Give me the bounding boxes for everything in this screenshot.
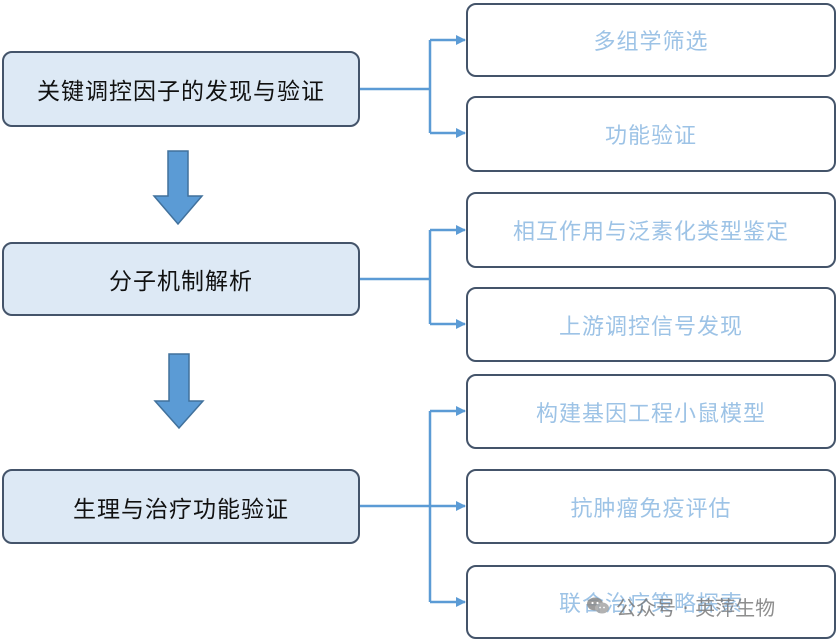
stage-1-item-1-label: 多组学筛选	[593, 30, 709, 55]
stage-2-item-1-label: 相互作用与泛素化类型鉴定	[512, 220, 789, 245]
stage-2-connectors	[360, 225, 466, 329]
stage-2-box: 分子机制解析	[2, 242, 360, 316]
stage-2-item-2-label: 上游调控信号发现	[558, 314, 743, 340]
down-arrow-1	[152, 150, 204, 226]
stage-2-title: 分子机制解析	[109, 269, 253, 295]
stage-1-connectors	[360, 35, 466, 138]
stage-3-item-2-label: 抗肿瘤免疫评估	[570, 496, 732, 522]
stage-3-item-1-label: 构建基因工程小鼠模型	[535, 401, 766, 427]
stage-2-item-2-box: 上游调控信号发现	[466, 287, 836, 362]
stage-1-item-1-box: 多组学筛选	[466, 3, 836, 77]
down-arrow-2	[153, 353, 205, 430]
stage-1-title: 关键调控因子的发现与验证	[37, 79, 325, 105]
stage-3-item-2-box: 抗肿瘤免疫评估	[466, 469, 836, 544]
wechat-icon	[587, 597, 609, 614]
stage-1-item-2-box: 功能验证	[466, 96, 836, 172]
stage-3-box: 生理与治疗功能验证	[2, 469, 360, 544]
stage-2-item-1-box: 相互作用与泛素化类型鉴定	[466, 192, 836, 268]
watermark-text: 公众号 · 英萍生物	[616, 595, 776, 620]
stage-1-item-2-label: 功能验证	[604, 124, 697, 149]
stage-1-box: 关键调控因子的发现与验证	[2, 51, 360, 127]
watermark: 公众号 · 英萍生物	[586, 592, 775, 620]
stage-3-title: 生理与治疗功能验证	[73, 496, 289, 523]
stage-3-item-1-box: 构建基因工程小鼠模型	[466, 374, 836, 449]
stage-3-connectors	[360, 406, 466, 607]
